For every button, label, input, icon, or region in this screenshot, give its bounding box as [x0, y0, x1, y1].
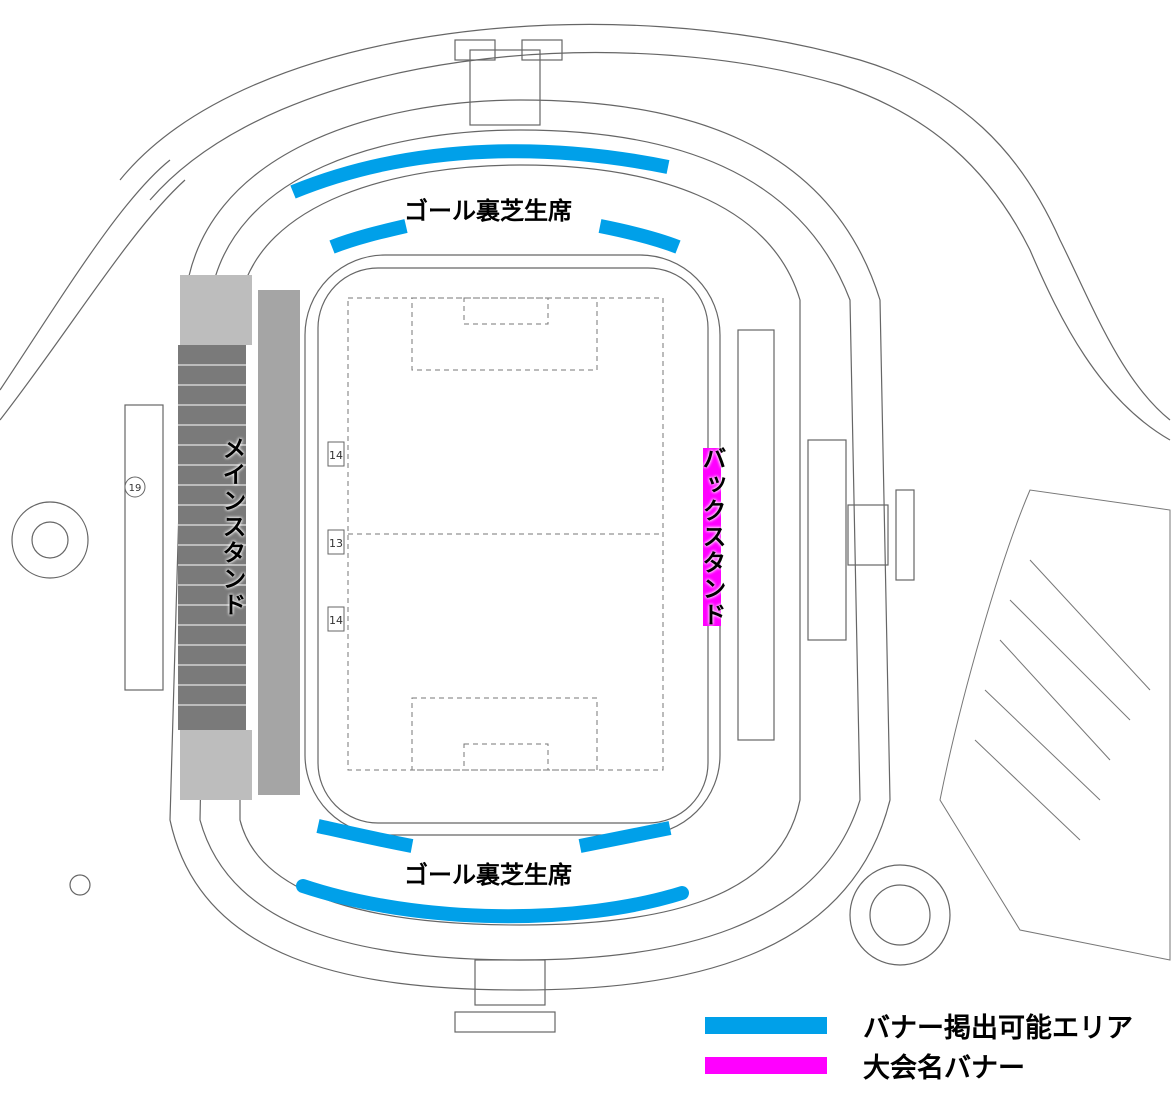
gate-number: 19 — [129, 483, 142, 494]
banner-area-south-inner-left — [316, 819, 414, 853]
roundabout — [849, 864, 951, 966]
label-goal-south: ゴール裏芝生席 — [404, 861, 572, 889]
back-stand-structure — [124, 39, 915, 1033]
legend-swatch-magenta — [705, 1057, 827, 1074]
legend-label: 大会名バナー — [863, 1053, 1025, 1084]
seating-rows — [178, 364, 246, 706]
penalty-area-north — [411, 297, 598, 371]
banner-area-north-inner-left — [329, 219, 408, 254]
road-line — [0, 159, 171, 391]
banner-area-south-inner-right — [578, 821, 672, 853]
penalty-area-south — [411, 697, 598, 771]
banner-area-north-inner-right — [598, 219, 681, 254]
tournament-banner-area — [703, 448, 721, 626]
legend-label: バナー掲出可能エリア — [863, 1013, 1133, 1044]
banner-area-south-outer — [296, 879, 689, 924]
stadium-outer-ring — [169, 99, 891, 991]
field-marker-2: 13 — [329, 537, 343, 550]
tree-symbol — [69, 874, 91, 896]
main-stand-seating — [178, 275, 300, 800]
legend-swatch-cyan — [705, 1017, 827, 1034]
outer-road-line — [149, 51, 1171, 441]
stadium-ring — [199, 129, 861, 961]
legend-item-tournament-banner: 大会名バナー — [705, 1046, 1025, 1085]
outer-road-line — [119, 23, 1171, 421]
field-marker-3: 14 — [329, 614, 343, 627]
road-line — [0, 179, 186, 421]
plaza-circle-inner — [31, 521, 69, 559]
parking-lot — [939, 489, 1171, 961]
banner-area-north-outer — [290, 144, 670, 199]
label-main-stand: メインスタンド — [218, 436, 246, 618]
field-marker-1: 14 — [329, 449, 343, 462]
stadium-ring — [239, 164, 801, 926]
field-markers: 14 13 14 19 — [124, 441, 345, 632]
label-back-stand: バックスタンド — [698, 446, 726, 628]
roundabout-inner — [869, 884, 931, 946]
goal-area-south — [463, 743, 549, 771]
goal-area-north — [463, 297, 549, 325]
track-inner — [317, 267, 709, 824]
plaza-circle — [11, 501, 89, 579]
label-goal-north: ゴール裏芝生席 — [404, 197, 572, 225]
track-outer — [304, 254, 721, 836]
legend-item-banner-area: バナー掲出可能エリア — [705, 1006, 1133, 1045]
